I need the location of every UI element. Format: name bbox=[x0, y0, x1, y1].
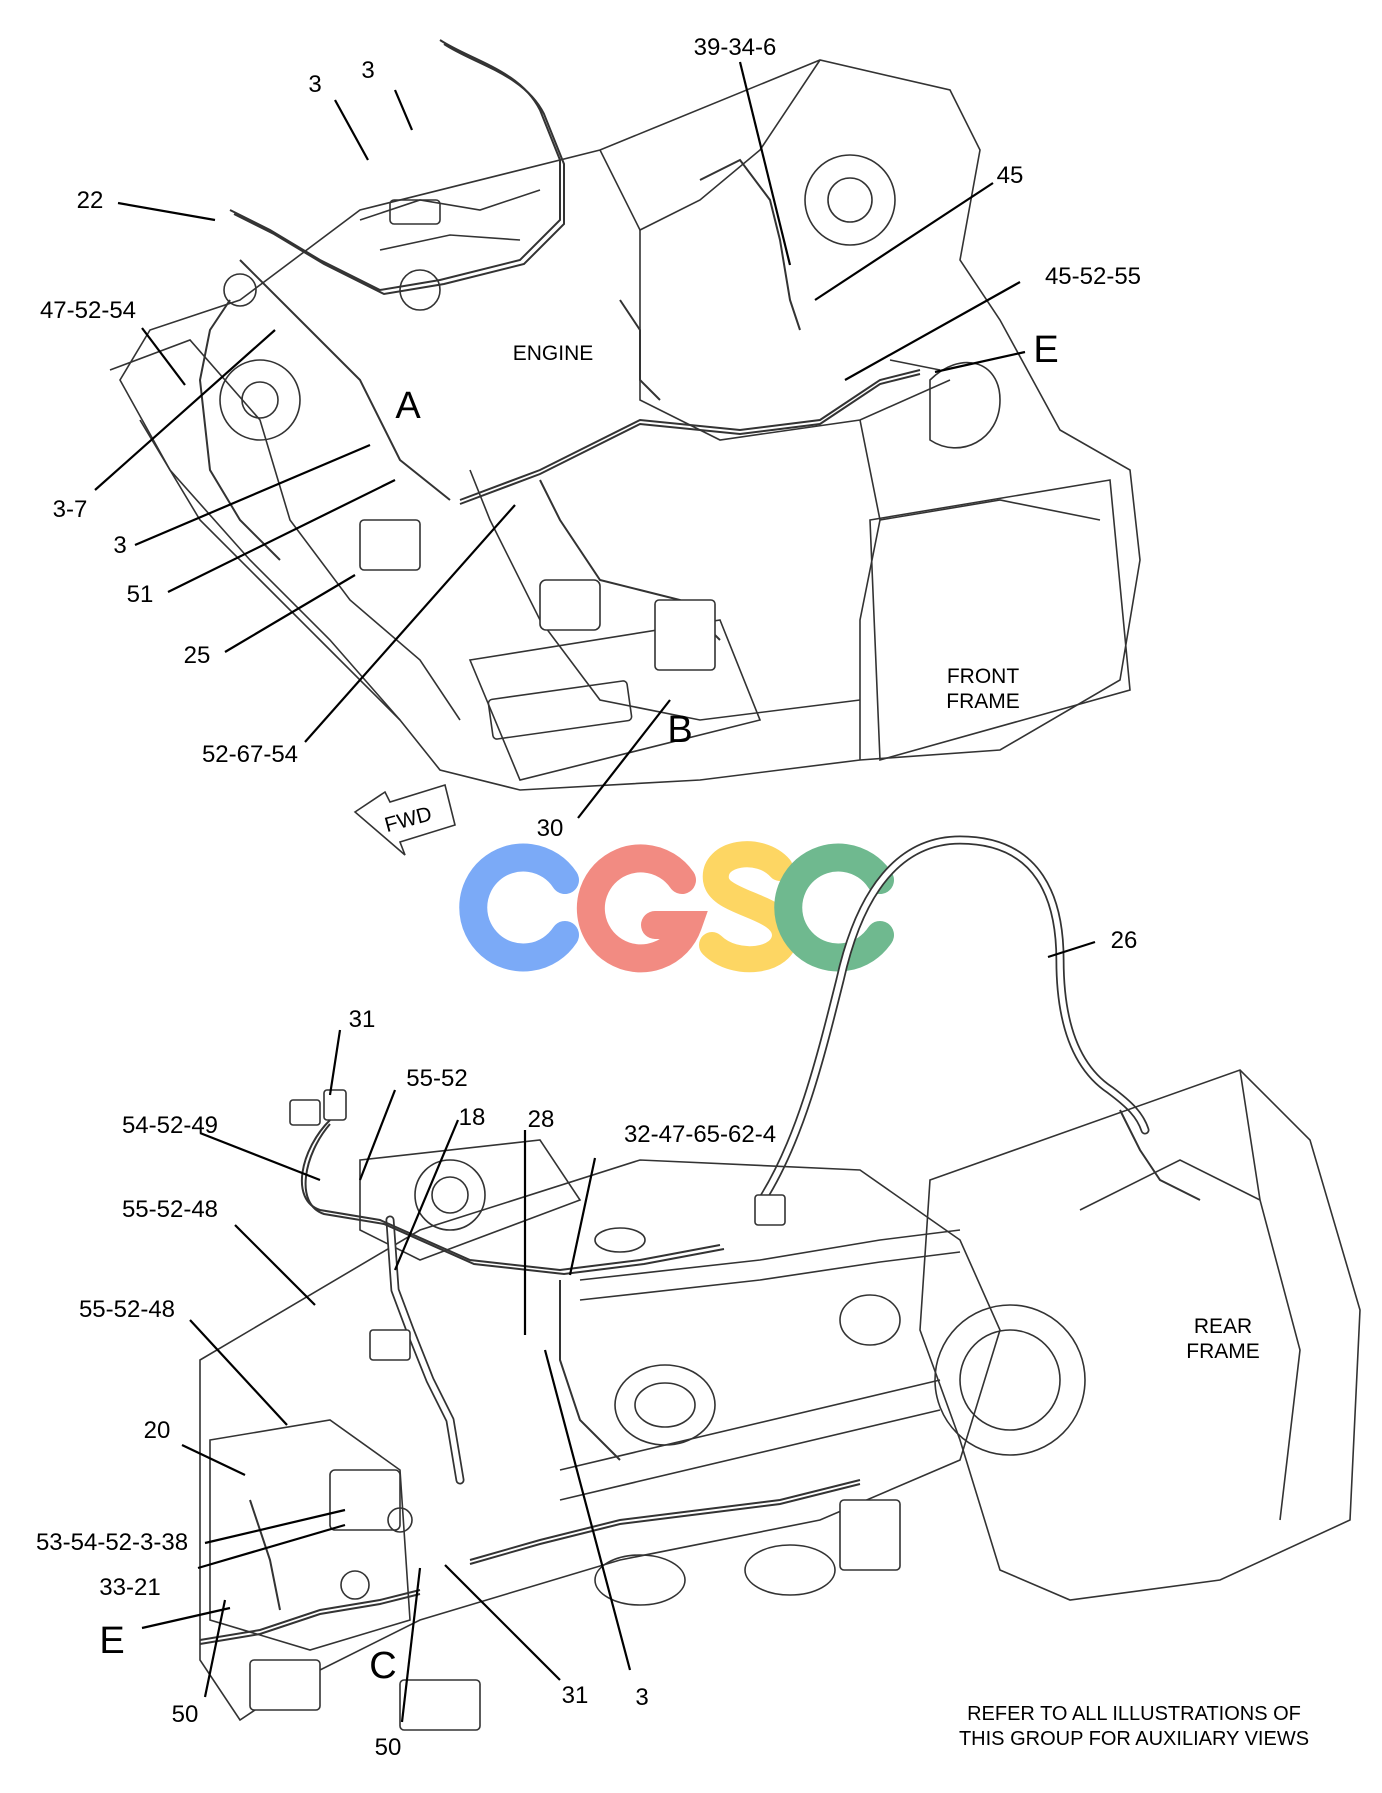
callout-55-52-48: 55-52-48 bbox=[79, 1296, 175, 1323]
top-view-engine-illustration bbox=[109, 39, 1141, 791]
callout-45-52-55: 45-52-55 bbox=[1045, 263, 1141, 290]
callout-letter-e: E bbox=[99, 1620, 124, 1662]
callout-50: 50 bbox=[172, 1701, 199, 1728]
callout-52-67-54: 52-67-54 bbox=[202, 741, 298, 768]
cgsc-watermark-logo bbox=[459, 841, 894, 973]
rear-frame-label-line2: FRAME bbox=[1186, 1340, 1260, 1363]
callout-45: 45 bbox=[997, 162, 1024, 189]
callout-31: 31 bbox=[562, 1682, 589, 1709]
watermark-letter-s-yellow bbox=[699, 841, 799, 973]
front-frame-label-line2: FRAME bbox=[946, 690, 1020, 713]
callout-18: 18 bbox=[459, 1104, 486, 1131]
engine-label: ENGINE bbox=[513, 342, 594, 365]
auxiliary-views-note-line1: REFER TO ALL ILLUSTRATIONS OF bbox=[967, 1703, 1301, 1725]
callout-20: 20 bbox=[144, 1417, 171, 1444]
rear-frame-label-line1: REAR bbox=[1194, 1315, 1252, 1338]
front-frame-label-line1: FRONT bbox=[947, 665, 1019, 688]
bottom-view-rear-frame-illustration bbox=[199, 835, 1361, 1731]
callout-3: 3 bbox=[308, 71, 321, 98]
callout-22: 22 bbox=[77, 187, 104, 214]
bottom-view-callouts: 26 31 55-52 54-52-49 18 28 32-47-65-62-4… bbox=[36, 927, 1137, 1761]
callout-32-47-65-62-4: 32-47-65-62-4 bbox=[624, 1121, 776, 1148]
callout-25: 25 bbox=[184, 642, 211, 669]
callout-28: 28 bbox=[528, 1106, 555, 1133]
callout-31: 31 bbox=[349, 1006, 376, 1033]
top-view-leader-lines bbox=[94, 61, 1026, 819]
callout-3: 3 bbox=[113, 532, 126, 559]
callout-26: 26 bbox=[1111, 927, 1138, 954]
callout-51: 51 bbox=[127, 581, 154, 608]
forward-arrow-icon: FWD bbox=[353, 783, 456, 856]
callout-39-34-6: 39-34-6 bbox=[694, 34, 777, 61]
callout-55-52-48: 55-52-48 bbox=[122, 1196, 218, 1223]
callout-3-7: 3-7 bbox=[53, 496, 88, 523]
callout-letter-c: C bbox=[369, 1645, 396, 1687]
callout-letter-e: E bbox=[1033, 329, 1058, 371]
callout-3: 3 bbox=[635, 1684, 648, 1711]
callout-55-52: 55-52 bbox=[406, 1065, 467, 1092]
callout-30: 30 bbox=[537, 815, 564, 842]
watermark-letter-c-blue bbox=[459, 843, 579, 972]
auxiliary-views-note-line2: THIS GROUP FOR AUXILIARY VIEWS bbox=[959, 1728, 1309, 1750]
callout-letter-b: B bbox=[667, 709, 692, 751]
bottom-view-leader-lines bbox=[141, 940, 1096, 1723]
callout-33-21: 33-21 bbox=[99, 1574, 160, 1601]
callout-54-52-49: 54-52-49 bbox=[122, 1112, 218, 1139]
callout-letter-a: A bbox=[395, 385, 421, 427]
callout-50: 50 bbox=[375, 1734, 402, 1761]
callout-47-52-54: 47-52-54 bbox=[40, 297, 136, 324]
callout-53-54-52-3-38: 53-54-52-3-38 bbox=[36, 1529, 188, 1556]
callout-3: 3 bbox=[361, 57, 374, 84]
top-view-callouts: 39-34-6 3 3 22 45 45-52-55 47-52-54 E A … bbox=[40, 34, 1141, 842]
watermark-letter-g-salmon bbox=[576, 844, 708, 973]
